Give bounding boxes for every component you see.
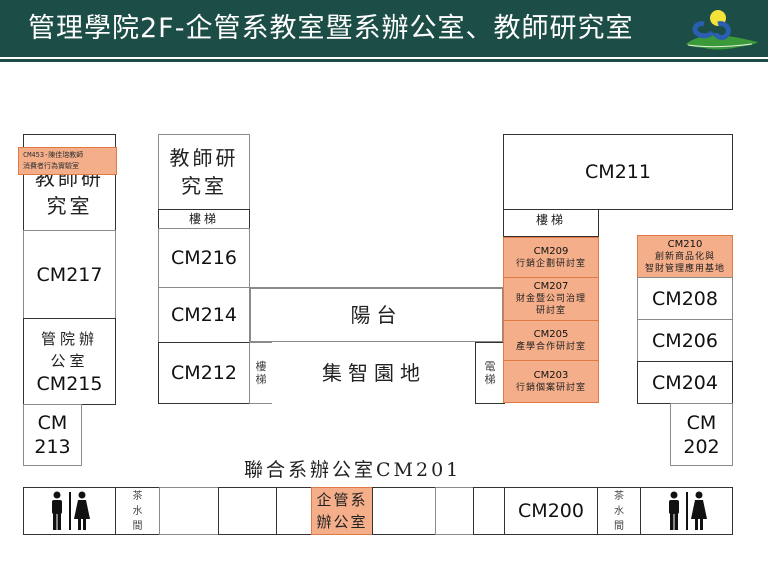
dept-office-label: 企管系辦公室 xyxy=(316,491,368,531)
garden: 集智園地 xyxy=(272,342,476,404)
room-name-line1: 創新商品化與 xyxy=(654,251,715,262)
room-name-line2: 智財管理應用基地 xyxy=(644,263,725,274)
room-cm207[interactable]: CM207 財金暨公司治理研討室 xyxy=(503,277,599,321)
room-cm217[interactable]: CM217 xyxy=(23,230,116,319)
room-label: 教師研究室 xyxy=(169,146,239,198)
header-divider-bottom xyxy=(0,59,768,62)
restroom-icon xyxy=(51,491,90,530)
bottom-room-2[interactable] xyxy=(218,487,277,535)
room-code: CM215 xyxy=(36,372,103,395)
room-name: 財金暨公司治理研討室 xyxy=(515,294,586,316)
room-name: 行銷企劃研討室 xyxy=(515,258,586,269)
balcony: 陽台 xyxy=(249,287,504,343)
university-logo-icon xyxy=(686,10,758,50)
room-cm211[interactable]: CM211 xyxy=(503,134,733,210)
page-title: 管理學院2F-企管系教室暨系辦公室、教師研究室 xyxy=(28,13,634,44)
stairs-label: 樓梯 xyxy=(535,213,566,227)
room-cm209[interactable]: CM209 行銷企劃研討室 xyxy=(503,237,599,278)
bottom-room-5[interactable] xyxy=(435,487,474,535)
room-faculty-office-center[interactable]: 教師研究室 xyxy=(158,134,250,210)
garden-label: 集智園地 xyxy=(322,361,426,385)
note-line2: 消費者行為實驗室 xyxy=(23,162,79,170)
room-cm208[interactable]: CM208 xyxy=(637,277,733,320)
room-code-line2: 213 xyxy=(34,436,71,458)
room-cm206[interactable]: CM206 xyxy=(637,319,733,362)
bottom-room-6[interactable] xyxy=(473,487,505,535)
room-code: CM216 xyxy=(171,247,237,269)
restroom-right[interactable] xyxy=(640,487,733,535)
room-cm202[interactable]: CM 202 xyxy=(670,403,733,466)
room-cm203[interactable]: CM203 行銷個案研討室 xyxy=(503,360,599,403)
room-cm204[interactable]: CM204 xyxy=(637,361,733,404)
stairs-label: 樓梯 xyxy=(255,360,267,386)
room-code: CM212 xyxy=(171,362,237,384)
restroom-left[interactable] xyxy=(23,487,116,535)
room-code: CM217 xyxy=(36,263,103,286)
room-code-line2: 202 xyxy=(683,435,720,458)
room-code: CM204 xyxy=(652,371,718,394)
bottom-room-1[interactable] xyxy=(159,487,219,535)
room-code-line1: CM xyxy=(686,411,717,434)
room-cm205[interactable]: CM205 產學合作研討室 xyxy=(503,320,599,361)
room-cm200[interactable]: CM200 xyxy=(504,487,598,535)
header-bar: 管理學院2F-企管系教室暨系辦公室、教師研究室 xyxy=(0,0,768,57)
room-cm214[interactable]: CM214 xyxy=(158,287,250,343)
elevator-label: 電梯 xyxy=(484,360,496,386)
header-divider xyxy=(0,57,768,59)
cm453-note: CM453-陳佳瑢教師 消費者行為實驗室 xyxy=(18,147,117,175)
bottom-room-3[interactable] xyxy=(276,487,312,535)
room-cm216[interactable]: CM216 xyxy=(158,228,250,288)
room-code: CM211 xyxy=(585,161,651,183)
pantry-label: 茶水間 xyxy=(132,490,143,532)
stairs-top: 樓梯 xyxy=(158,209,250,229)
room-label: 管院辦公室 xyxy=(40,329,98,370)
bottom-room-4[interactable] xyxy=(372,487,436,535)
note-line1: CM453-陳佳瑢教師 xyxy=(23,151,84,159)
room-code: CM214 xyxy=(171,304,237,326)
room-cm213[interactable]: CM 213 xyxy=(23,404,82,466)
room-name: 產學合作研討室 xyxy=(515,341,586,352)
room-code: CM203 xyxy=(533,369,569,381)
stairs-label: 樓梯 xyxy=(188,211,219,226)
dept-office[interactable]: 企管系辦公室 xyxy=(311,487,373,535)
room-code: CM206 xyxy=(652,329,718,352)
pantry-right: 茶水間 xyxy=(597,487,641,535)
room-cm210[interactable]: CM210 創新商品化與 智財管理應用基地 xyxy=(637,235,733,278)
room-code-line1: CM xyxy=(37,412,68,434)
stairs-side: 樓梯 xyxy=(249,342,273,404)
joint-office-label: 聯合系辦公室CM201 xyxy=(244,459,462,481)
room-code: CM210 xyxy=(667,238,703,250)
room-code: CM207 xyxy=(533,281,569,292)
room-code: CM205 xyxy=(533,328,569,340)
room-code: CM200 xyxy=(518,500,584,522)
room-name: 行銷個案研討室 xyxy=(515,382,586,393)
room-code: CM209 xyxy=(533,245,569,257)
room-cm215[interactable]: 管院辦公室 CM215 xyxy=(23,318,116,405)
pantry-left: 茶水間 xyxy=(115,487,160,535)
restroom-icon xyxy=(668,491,707,530)
elevator: 電梯 xyxy=(475,342,505,404)
room-code: CM208 xyxy=(652,287,718,310)
stairs-right: 樓梯 xyxy=(503,209,599,237)
balcony-label: 陽台 xyxy=(350,303,403,327)
room-cm212[interactable]: CM212 xyxy=(158,342,250,404)
pantry-label: 茶水間 xyxy=(614,490,624,532)
